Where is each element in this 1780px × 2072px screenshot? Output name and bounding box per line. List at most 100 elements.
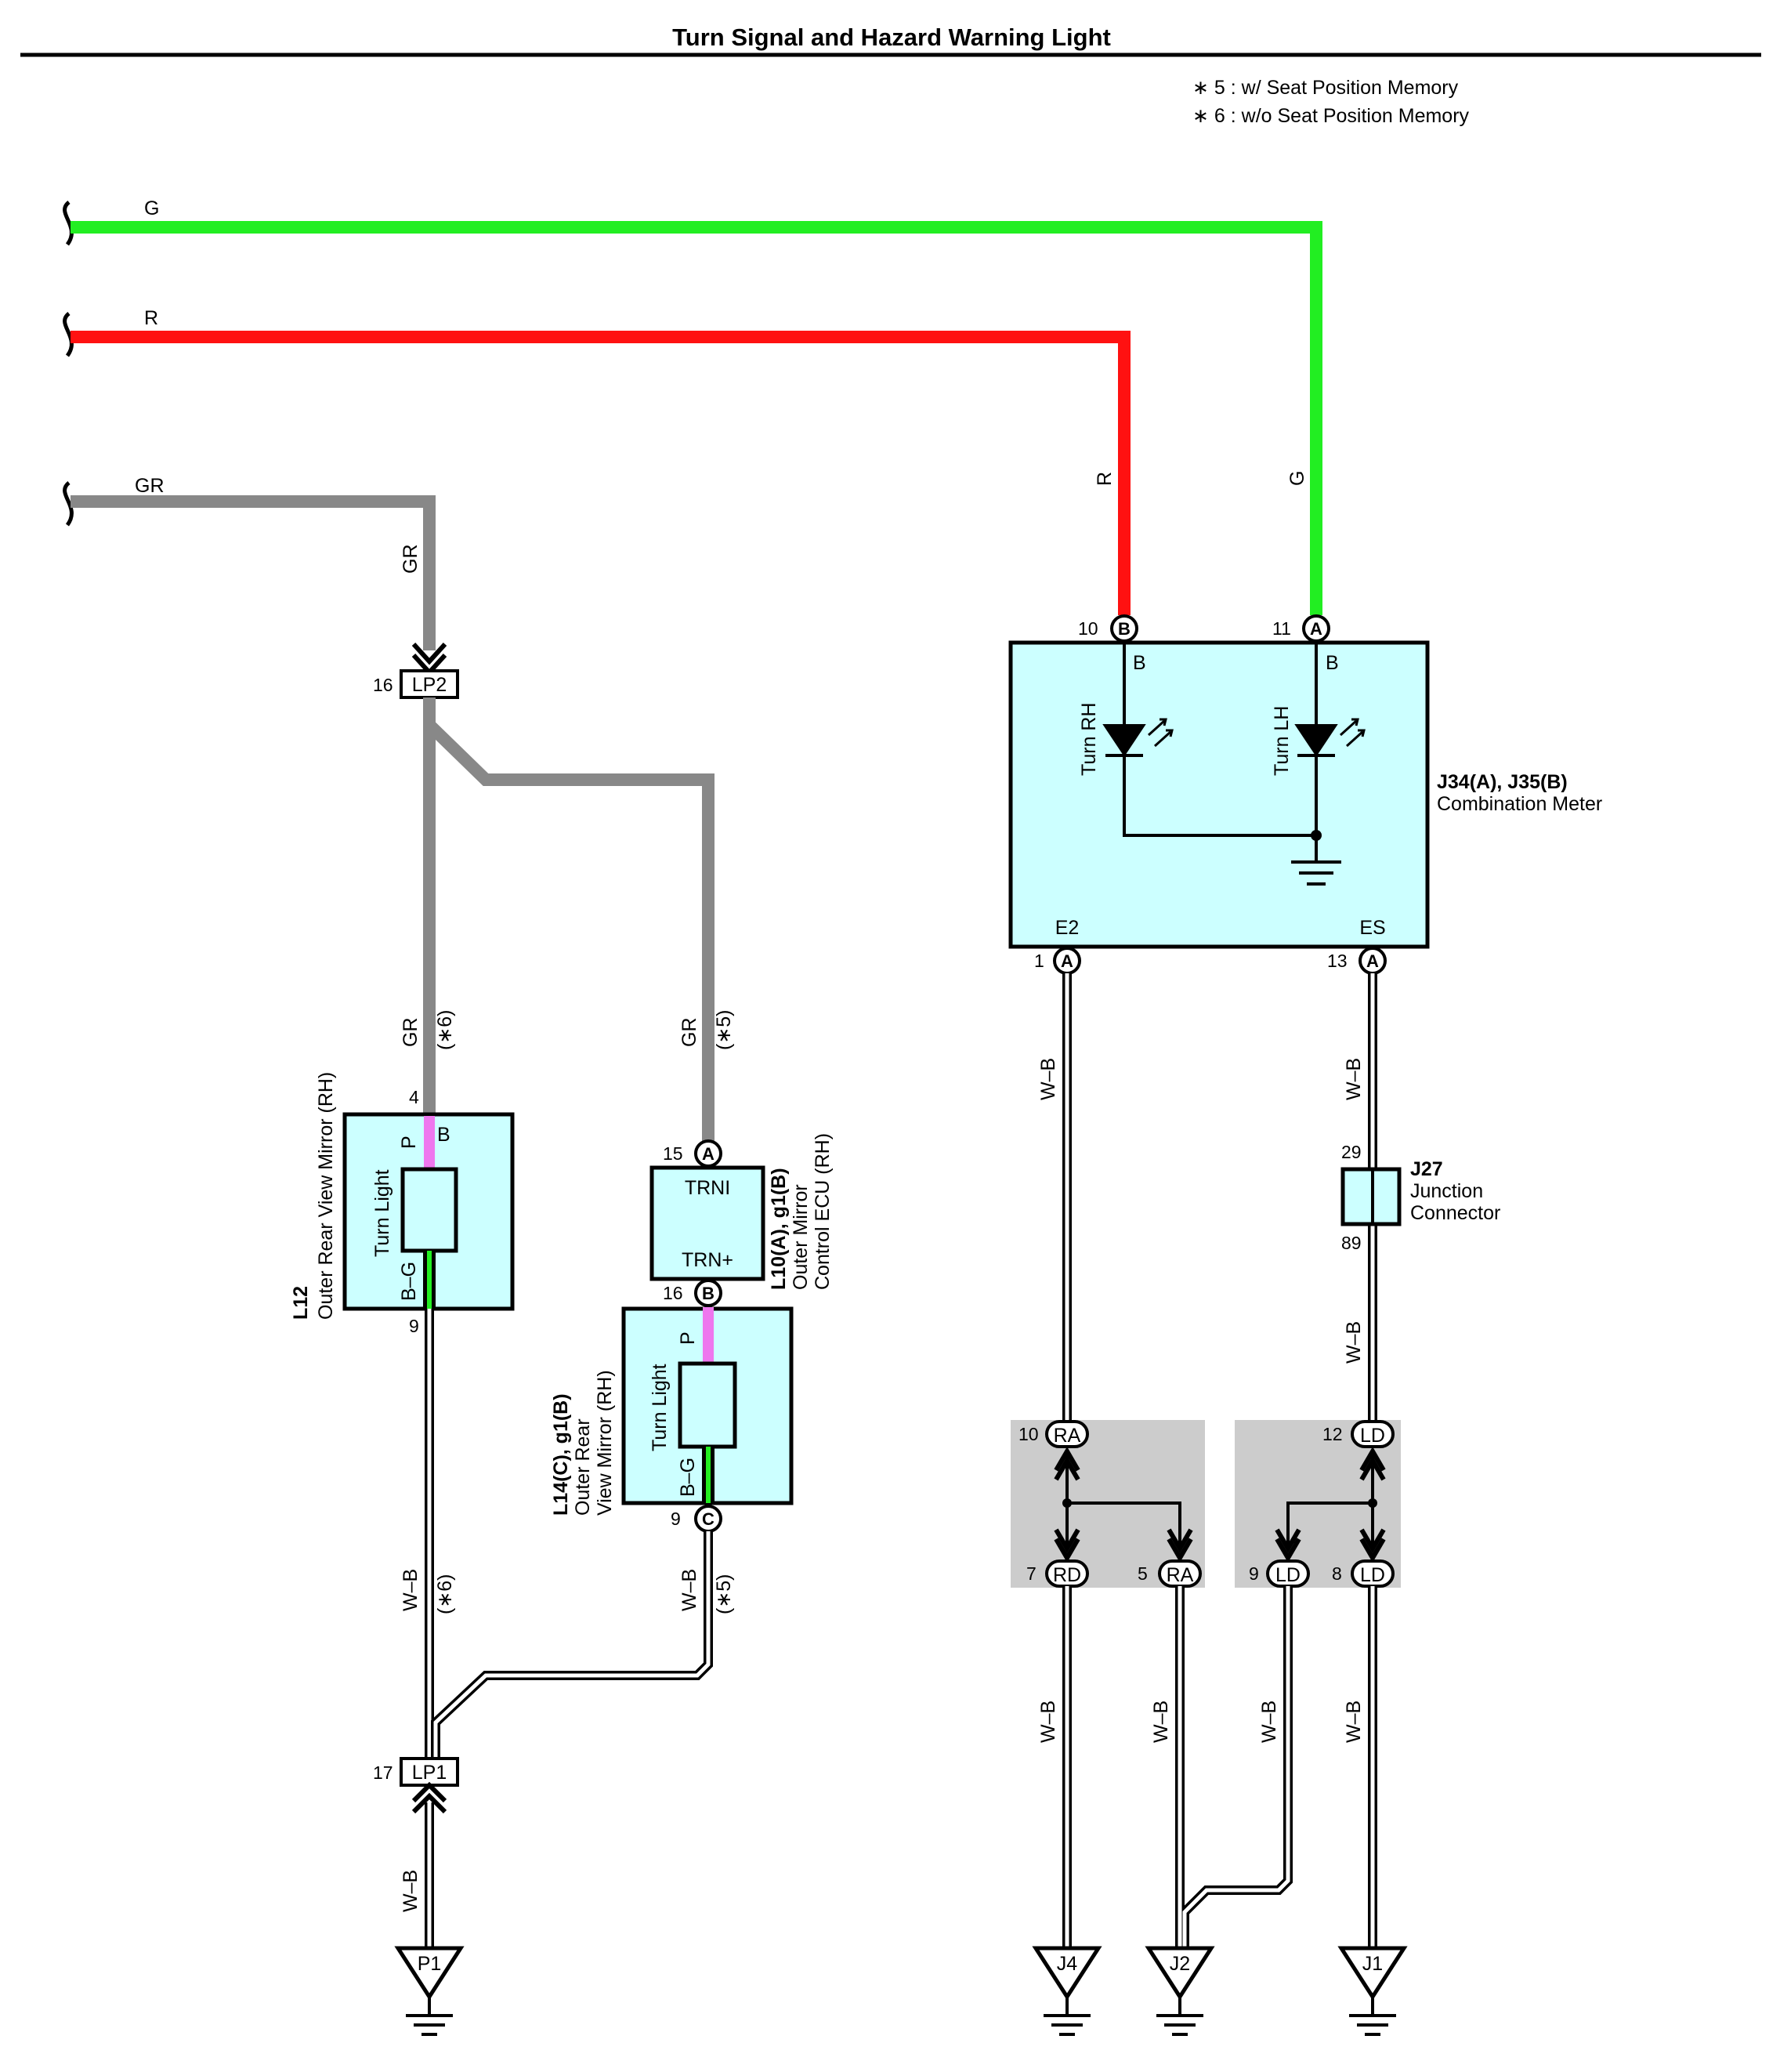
ground-j1-label: J1 xyxy=(1362,1953,1383,1975)
wire-label-gr-l10: GR xyxy=(678,1018,700,1048)
lp1-chevron-icon xyxy=(411,1781,447,1814)
lp2-label: LP2 xyxy=(412,674,447,696)
wire-label-wb-j2b: W–B xyxy=(1258,1701,1280,1743)
l10-conn-b-label: B xyxy=(702,1284,715,1303)
ld9-down-arrow-icon xyxy=(1275,1528,1301,1563)
meter-pin11: 11 xyxy=(1272,618,1291,639)
ground-p1-label: P1 xyxy=(418,1953,442,1975)
meter-conn-b-label: B xyxy=(1118,619,1131,639)
wire-note5-l10: (∗5) xyxy=(713,1009,735,1050)
wire-label-wb-l12: W–B xyxy=(400,1569,421,1611)
wire-break-g xyxy=(63,201,74,246)
j27-pin89: 89 xyxy=(1341,1233,1362,1253)
junction-block-r-dot xyxy=(1062,1498,1072,1508)
l10-name: L10(A), g1(B) xyxy=(768,1168,790,1290)
wire-wb-j2 xyxy=(1175,1586,1293,1951)
lp1-label: LP1 xyxy=(412,1762,447,1784)
turn-rh-rays-icon xyxy=(1147,718,1174,748)
l14-name: L14(C), g1(B) xyxy=(550,1393,572,1516)
meter-pin13: 13 xyxy=(1327,951,1348,971)
l12-pin9: 9 xyxy=(409,1316,419,1336)
ground-j4-label: J4 xyxy=(1057,1953,1078,1975)
l10-box xyxy=(649,1165,765,1281)
l12-desc: Outer Rear View Mirror (RH) xyxy=(315,1072,337,1320)
l14-conn-c-label: C xyxy=(702,1509,715,1529)
meter-turn-lh: Turn LH xyxy=(1271,706,1293,776)
ld8-down-arrow-icon xyxy=(1359,1528,1386,1563)
ground-j2-label: J2 xyxy=(1170,1953,1190,1975)
meter-e2: E2 xyxy=(1055,917,1080,939)
lp1-pin: 17 xyxy=(373,1762,393,1783)
l10-desc2: Control ECU (RH) xyxy=(812,1133,834,1290)
wire-label-wb-j1: W–B xyxy=(1343,1701,1365,1743)
ra-pin10-label: RA xyxy=(1054,1425,1081,1447)
wire-label-g-top: G xyxy=(144,197,159,219)
l10-conn-a-label: A xyxy=(702,1144,715,1164)
l12-wire-b: B xyxy=(437,1124,450,1146)
ground-j2-icon xyxy=(1145,1946,1215,2036)
l12-pin4: 4 xyxy=(409,1087,419,1107)
wire-label-g-vert: G xyxy=(1286,471,1308,486)
wire-label-wb-e2: W–B xyxy=(1037,1058,1059,1100)
meter-pin10: 10 xyxy=(1078,618,1098,639)
l14-desc2: View Mirror (RH) xyxy=(594,1370,616,1516)
ld-pin9: 9 xyxy=(1249,1563,1259,1584)
j27-desc1: Junction xyxy=(1410,1180,1483,1202)
ld-up-arrow-icon xyxy=(1359,1447,1386,1481)
ld-pin8: 8 xyxy=(1332,1563,1342,1584)
note-5: ∗ 5 : w/ Seat Position Memory xyxy=(1192,77,1459,99)
wire-label-wb-j4: W–B xyxy=(1037,1701,1059,1743)
turn-lh-rays-icon xyxy=(1339,718,1366,748)
l12-name: L12 xyxy=(290,1286,312,1320)
l12-wire-bg-label: B–G xyxy=(398,1262,420,1301)
l12-lamp-icon xyxy=(400,1167,458,1253)
l14-wire-p: P xyxy=(677,1331,699,1345)
rd-down-arrow-icon xyxy=(1054,1528,1080,1563)
rd-pin7: 7 xyxy=(1026,1563,1037,1584)
l14-pin9: 9 xyxy=(671,1509,681,1529)
junction-block-l-dot xyxy=(1368,1498,1377,1508)
wire-wb-l14 xyxy=(431,1531,713,1759)
ld-pin9-label: LD xyxy=(1275,1564,1301,1586)
rd-pin7-label: RD xyxy=(1053,1564,1081,1586)
wire-label-wb-j2a: W–B xyxy=(1150,1701,1172,1743)
wire-label-gr-vert: GR xyxy=(400,545,421,574)
l14-turn-light: Turn Light xyxy=(649,1364,671,1451)
l14-lamp-icon xyxy=(678,1361,737,1449)
ld-pin12: 12 xyxy=(1322,1424,1343,1444)
diagram-title: Turn Signal and Hazard Warning Light xyxy=(672,24,1111,51)
l10-conn-b xyxy=(694,1279,722,1307)
meter-turn-rh: Turn RH xyxy=(1078,702,1100,776)
wire-label-r-vert: R xyxy=(1094,472,1116,486)
meter-ground-icon xyxy=(1291,860,1341,886)
wire-green xyxy=(71,221,1322,615)
l12-turn-light: Turn Light xyxy=(371,1169,393,1257)
meter-name: J34(A), J35(B) xyxy=(1437,771,1568,793)
ra5-down-arrow-icon xyxy=(1167,1528,1193,1563)
wire-label-wb-es: W–B xyxy=(1343,1058,1365,1100)
wire-label-r-top: R xyxy=(144,307,158,329)
wire-break-gr xyxy=(63,481,74,527)
l10-pin15: 15 xyxy=(663,1143,683,1164)
l10-trn-plus: TRN+ xyxy=(682,1249,733,1271)
ld-pin8-label: LD xyxy=(1360,1564,1385,1586)
ra-pin10: 10 xyxy=(1018,1424,1039,1444)
wire-red xyxy=(71,331,1131,615)
j27-desc2: Connector xyxy=(1410,1202,1500,1224)
meter-es: ES xyxy=(1359,917,1385,939)
ra-up-arrow-icon xyxy=(1054,1447,1080,1481)
l14-desc1: Outer Rear xyxy=(572,1418,594,1516)
j27-name: J27 xyxy=(1410,1158,1443,1180)
wire-note5-wb: (∗5) xyxy=(713,1574,735,1614)
wire-gray-main xyxy=(71,495,436,650)
wire-note6-wb: (∗6) xyxy=(434,1574,456,1614)
ld-pin12-label: LD xyxy=(1360,1425,1385,1447)
turn-rh-led-icon xyxy=(1102,724,1146,757)
ra-pin5: 5 xyxy=(1138,1563,1148,1584)
l10-trni: TRNI xyxy=(685,1177,730,1199)
meter-internal-wiring xyxy=(1123,643,1318,862)
note-6: ∗ 6 : w/o Seat Position Memory xyxy=(1192,105,1470,127)
lp2-pin: 16 xyxy=(373,675,393,695)
turn-lh-led-icon xyxy=(1294,724,1338,757)
